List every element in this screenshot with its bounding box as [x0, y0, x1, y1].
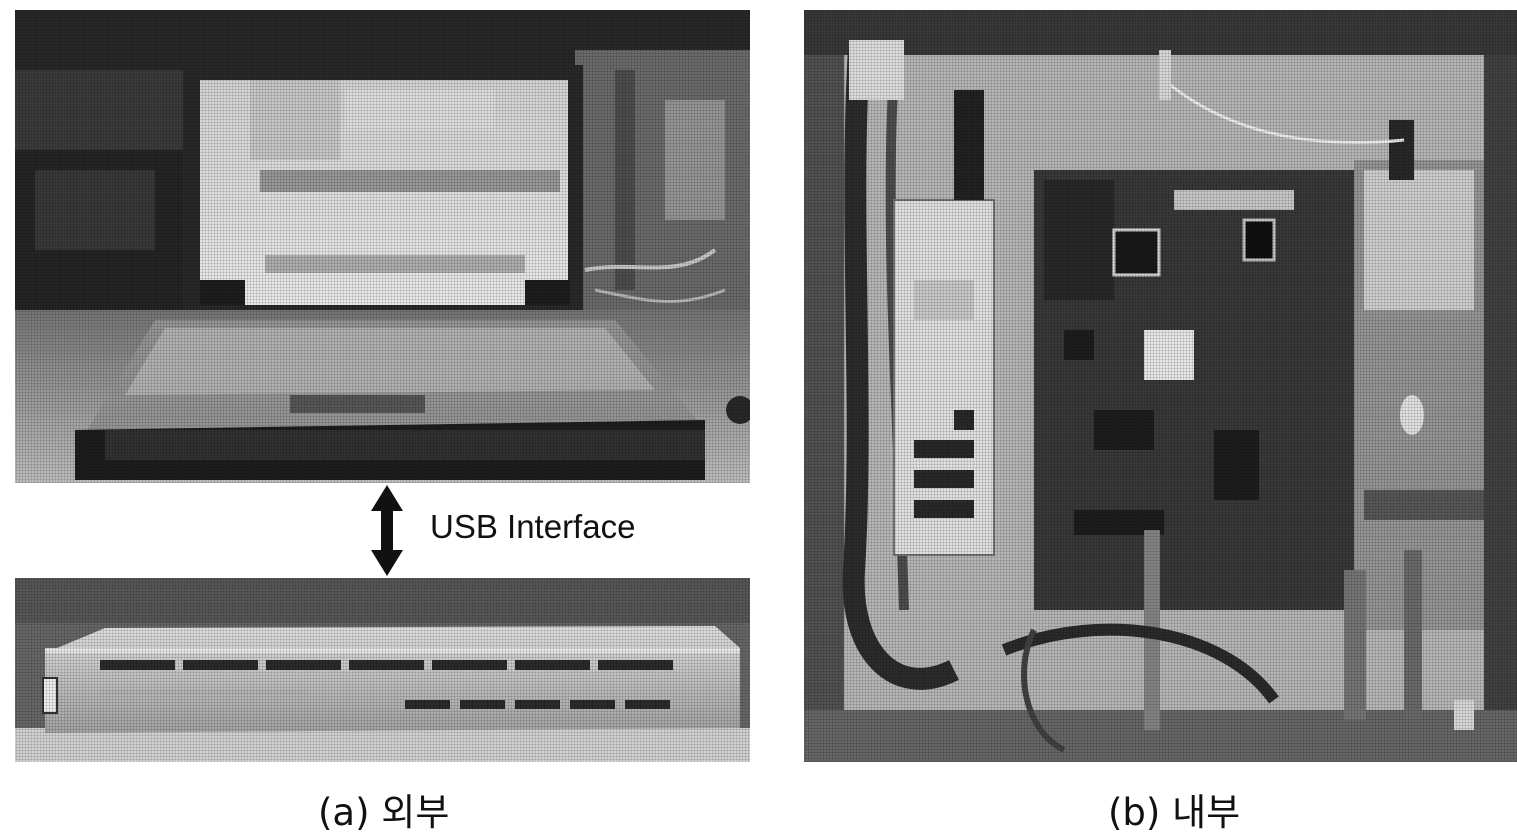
- caption-a: (a) 외부: [318, 791, 450, 834]
- caption-b: (b) 내부: [1108, 791, 1241, 834]
- device-interior-photo: [804, 10, 1517, 762]
- device-exterior-photo: [15, 578, 750, 762]
- laptop-illustration: [15, 10, 750, 483]
- double-arrow-icon: [371, 485, 403, 576]
- usb-interface-label: USB Interface: [430, 508, 636, 545]
- laptop-photo: [15, 10, 750, 483]
- interior-illustration: [804, 10, 1517, 762]
- device-illustration: [15, 578, 750, 762]
